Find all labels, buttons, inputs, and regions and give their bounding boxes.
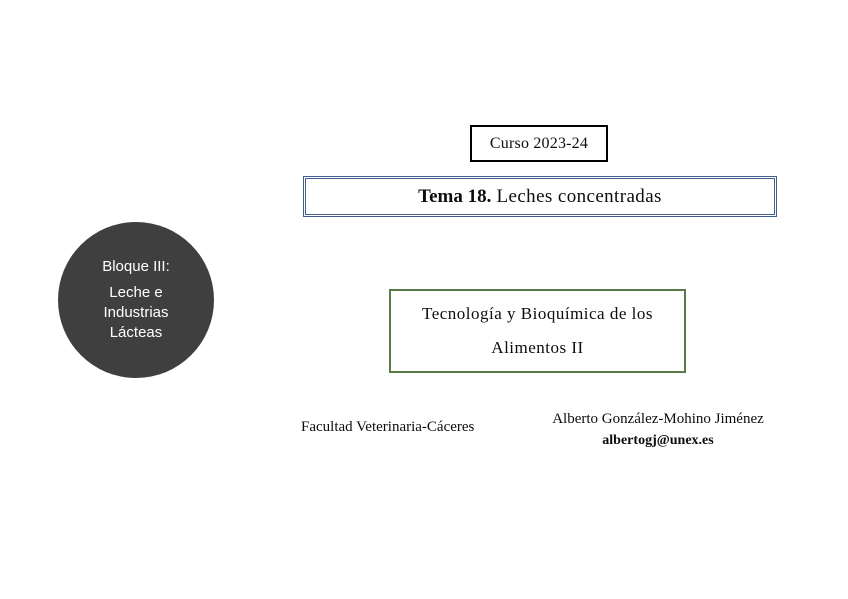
subject-line-1: Tecnología y Bioquímica de los xyxy=(422,304,653,323)
subject-line-2: Alimentos II xyxy=(491,338,584,357)
course-badge: Curso 2023-24 xyxy=(470,125,608,162)
slide-title-box: Tema 18. Leches concentradas xyxy=(303,176,777,217)
block-marker-circle: Bloque III: Leche e Industrias Lácteas xyxy=(58,222,214,378)
author-email: albertogj@unex.es xyxy=(602,433,714,448)
course-badge-label: Curso 2023-24 xyxy=(489,134,589,152)
block-marker-subtitle: Leche e Industrias Lácteas xyxy=(103,284,169,341)
author-block: Alberto González-Mohino Jiménez albertog… xyxy=(543,409,773,451)
author-name: Alberto González-Mohino Jiménez xyxy=(552,411,764,427)
faculty-label: Facultad Veterinaria-Cáceres xyxy=(301,419,475,435)
slide-title-text: Leches concentradas xyxy=(491,185,662,207)
slide-title: Tema 18. Leches concentradas xyxy=(418,186,662,208)
block-marker-heading: Bloque III: xyxy=(102,258,170,275)
subject-box: Tecnología y Bioquímica de los Alimentos… xyxy=(389,289,686,373)
slide-title-prefix: Tema 18. xyxy=(418,185,492,207)
